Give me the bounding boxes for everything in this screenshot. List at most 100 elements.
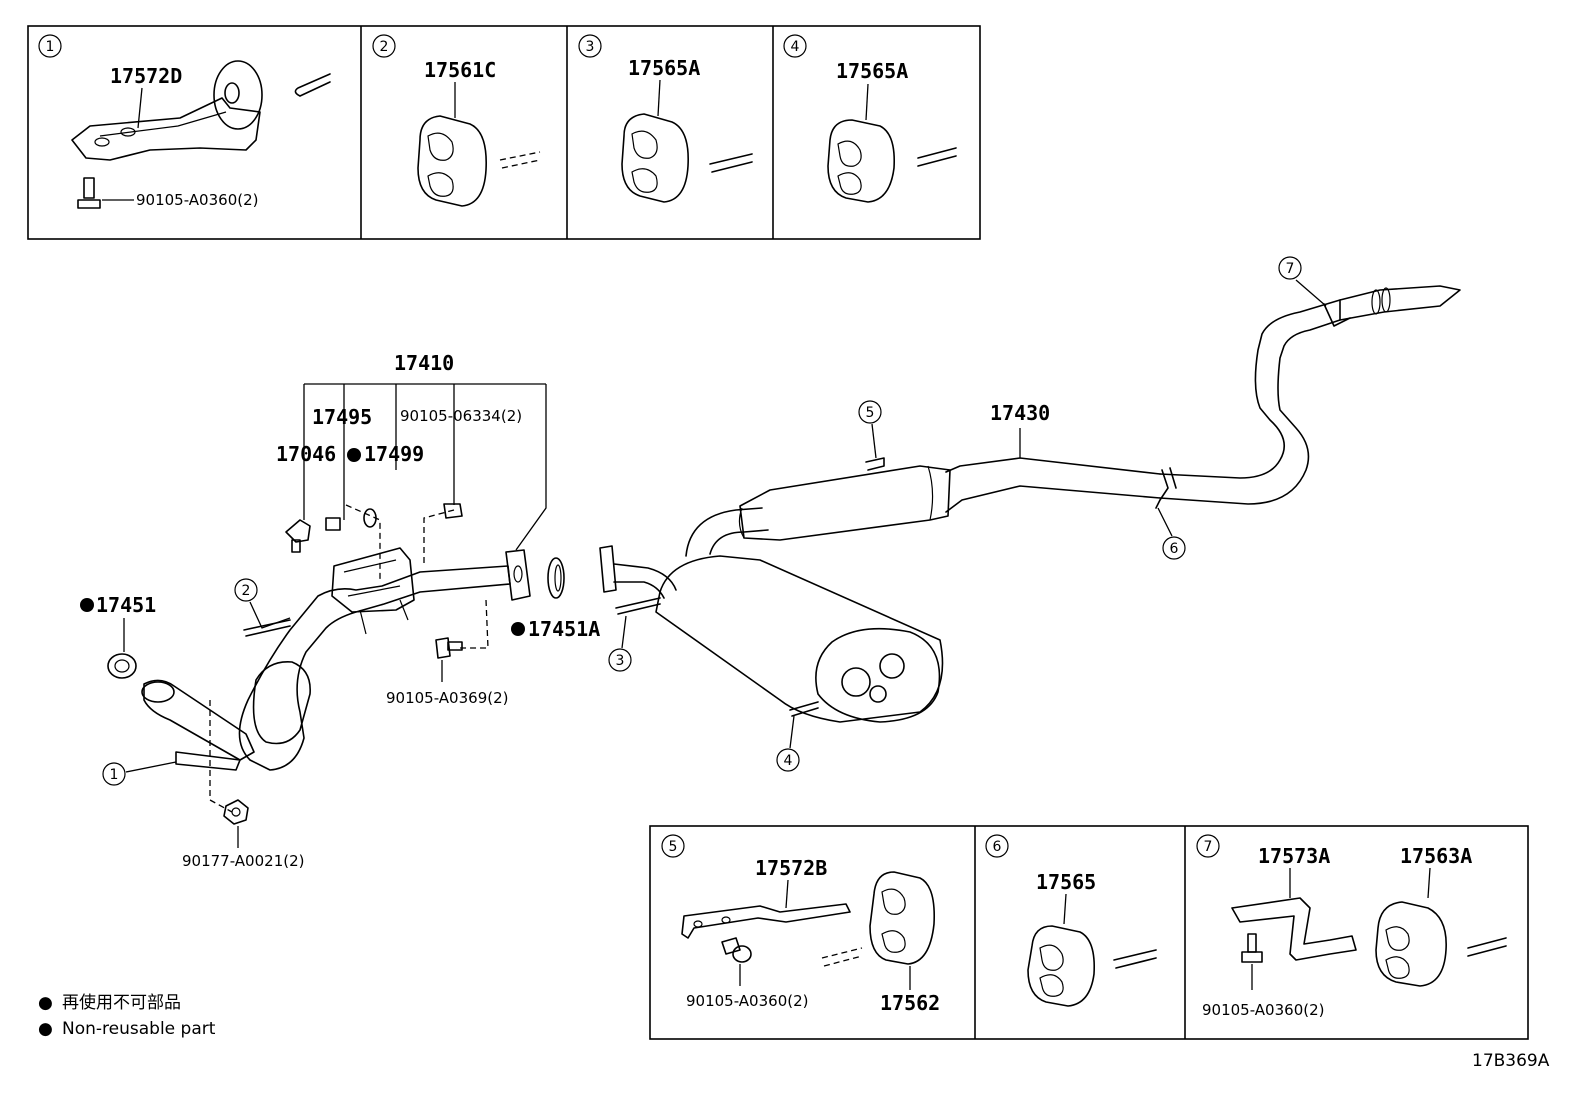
callout-7-leader [1295,279,1327,307]
gasket-17451A-icon [547,557,565,599]
hanger-rod-icon [1155,467,1177,509]
panel-2-badge [372,34,396,58]
panel-1-badge [38,34,62,58]
label-17499: 17499 [364,442,424,466]
panel-1-number: 1 [46,39,55,55]
down-pipe-icon [143,679,255,761]
tail-tip-ring [1371,289,1381,315]
center-tail-assembly: 17430 3 4 5 [599,256,1461,772]
bracket-leader-17410 [303,383,547,551]
panel-6-number: 6 [993,839,1002,855]
panel-4: 4 17565A [783,34,957,203]
label-17562: 17562 [880,991,940,1015]
muffler-outlet-hole [869,685,887,703]
non-reusable-marker [511,622,525,636]
assembly-dash [209,700,233,813]
label-90105-A0369: 90105-A0369(2) [386,689,508,707]
pipe-stub-icon [821,947,863,967]
callout-4 [776,748,800,772]
non-reusable-marker [347,448,361,462]
muffler-outlet-hole [841,667,871,697]
panel-5-badge [661,834,685,858]
panel-5: 5 17572B 90105-A0360(2) 17562 [661,834,940,1015]
hanger-rod-icon [243,619,291,637]
pipe-stub-icon [917,147,957,167]
callout-3 [608,648,632,672]
flange-hole [513,565,523,583]
rubber-hanger-icon [417,115,487,207]
panel-5-number: 5 [669,839,678,855]
panel-7-number: 7 [1204,839,1213,855]
non-reusable-marker [80,598,94,612]
legend-text-jp: 再使用不可部品 [62,992,181,1013]
pipe-stub-icon [709,153,753,173]
inlet-pipe-icon [613,563,677,599]
front-pipe-body [238,565,511,771]
flex-joint-detail [343,559,409,635]
top-panel-frame [27,25,981,240]
callout-1-leader [125,761,177,773]
label-17046: 17046 [276,442,336,466]
callout-5 [858,400,882,424]
rubber-hanger-icon [1027,925,1096,1007]
callout-6 [1162,536,1186,560]
leader-17563A [1427,867,1431,899]
assembly-dash [423,509,455,566]
panel-4-badge [783,34,807,58]
leader-17565 [1063,893,1067,925]
nut-icon [223,799,249,825]
label-90105-A0360-5: 90105-A0360(2) [686,992,808,1010]
catalytic-converter-icon [252,661,311,745]
panel-7: 7 17573A 90105-A0360(2) 17563A [1196,834,1507,1019]
label-90177-A0021: 90177-A0021(2) [182,852,304,870]
label-90105-06334: 90105-06334(2) [400,407,522,425]
bottom-panel-frame [649,825,1529,1040]
panel-2: 2 17561C [372,34,541,207]
gasket-17451-hole [114,659,130,673]
callout-2-number: 2 [242,583,251,599]
label-17561C: 17561C [424,58,496,82]
callout-6-number: 6 [1170,541,1179,557]
diagram-code: 17B369A [1472,1051,1550,1071]
leader-17565A [657,79,661,117]
panel-1: 1 17572D 90105-A0360(2) [38,34,331,209]
callout-4-number: 4 [784,753,793,769]
panel-3-number: 3 [586,39,595,55]
pipe-stub-icon [294,73,331,97]
hanger-rod-icon [1323,303,1351,327]
leader-17572B [785,879,789,909]
panel-2-number: 2 [380,39,389,55]
callout-6-leader [1157,507,1173,537]
callout-3-number: 3 [616,653,625,669]
callout-1 [102,762,126,786]
muffler-outlet-hole [879,653,905,679]
panel-3: 3 17565A [578,34,753,203]
main-muffler-end [815,627,941,723]
callout-3-leader [621,615,627,649]
bolt-icon [435,637,463,659]
assembly-dash [456,599,489,649]
down-pipe-inlet [141,681,175,703]
rubber-hanger-icon [869,871,936,965]
tail-tip-ring [1381,287,1391,313]
pipe-stub-icon [499,151,541,169]
panel-4-number: 4 [791,39,800,55]
front-pipe-assembly: 17410 17495 90105-06334(2) 17046 17499 [80,351,600,870]
bracket-17573A-icon [1231,897,1357,961]
callout-7-number: 7 [1286,261,1295,277]
hanger-rod-icon [615,597,661,615]
assembly-dash [345,504,381,580]
bolt-icon [77,177,101,209]
stud-17046-icon [285,519,311,553]
rubber-hanger-icon [1375,901,1447,987]
legend-text-en: Non-reusable part [62,1019,216,1039]
legend: ● 再使用不可部品 ● Non-reusable part [38,992,216,1039]
legend-marker: ● [38,993,53,1013]
callout-1-number: 1 [110,767,119,783]
label-90105-A0360-7: 90105-A0360(2) [1202,1001,1324,1019]
resonator-body [739,465,951,541]
label-90105-A0360: 90105-A0360(2) [136,191,258,209]
label-17572B: 17572B [755,856,827,880]
center-pipe-icon [945,457,1161,513]
